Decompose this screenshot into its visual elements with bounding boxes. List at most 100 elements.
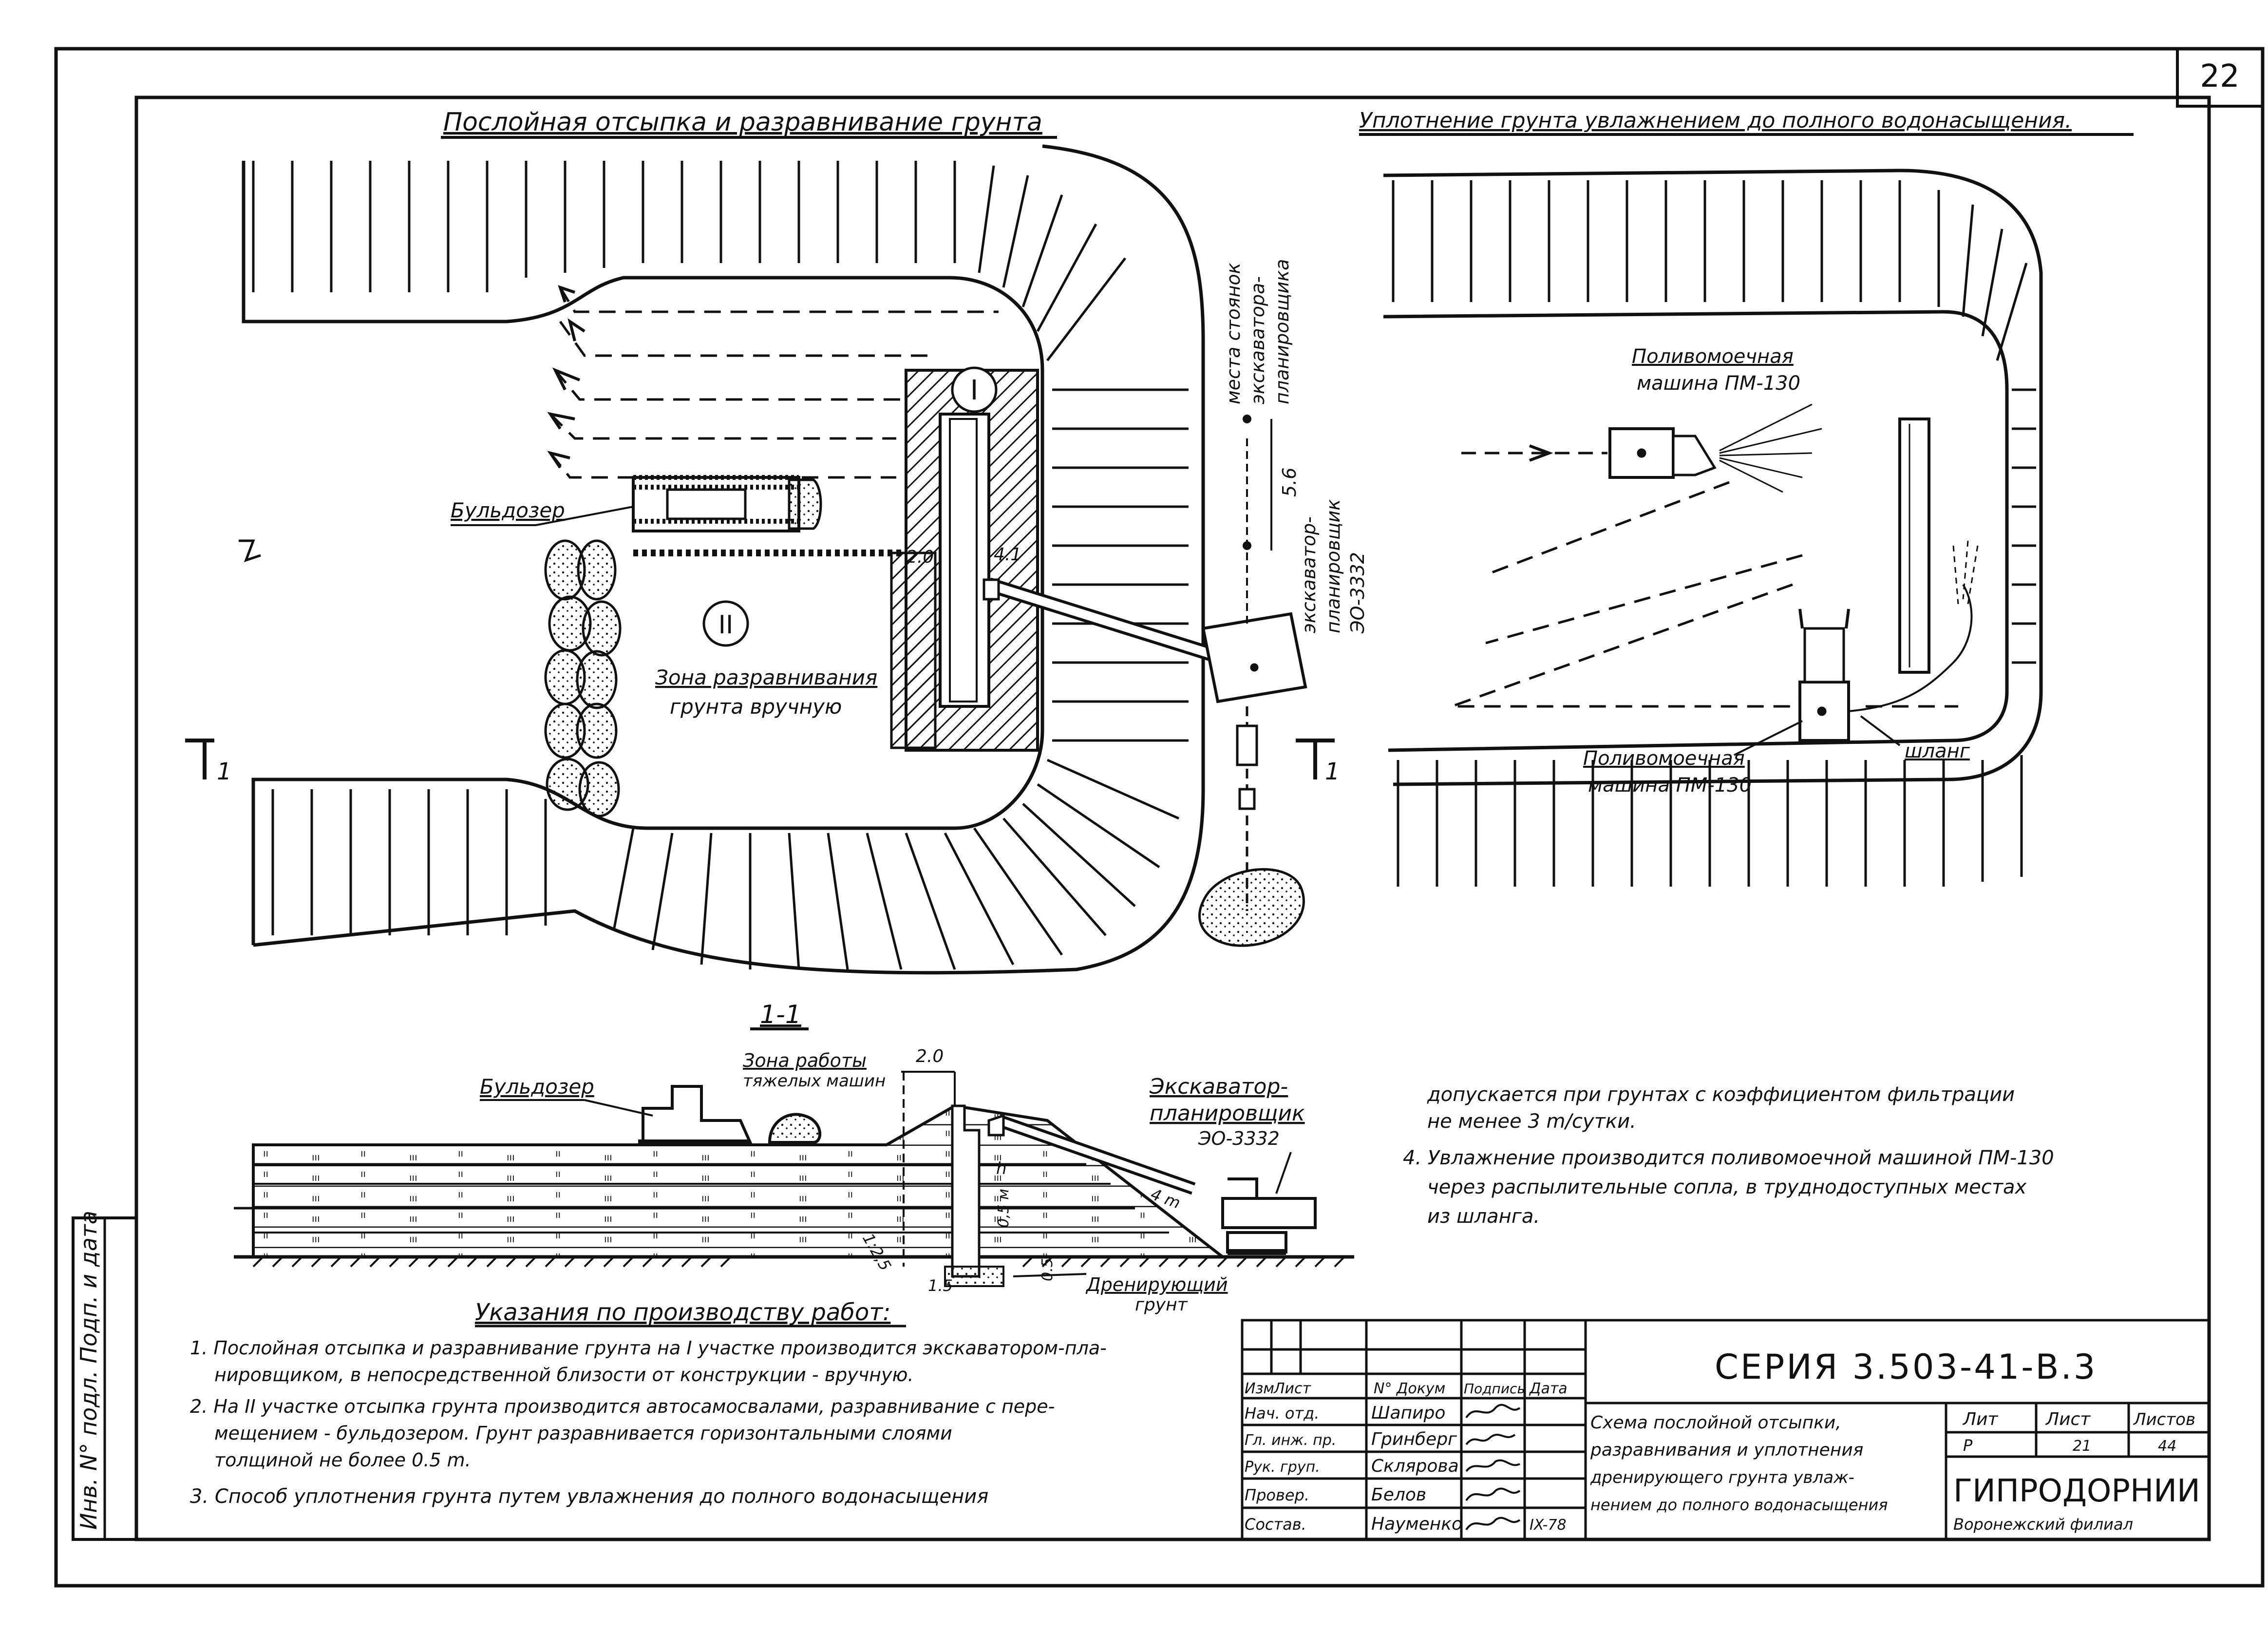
watering-top-label-2: машина ПМ-130 xyxy=(1637,372,1800,395)
note-4a: 4. Увлажнение производится поливомоечной… xyxy=(1403,1147,2054,1169)
row-role-1: Нач. отд. xyxy=(1245,1404,1319,1423)
wetting-passes xyxy=(1451,481,1958,708)
notes-heading: Указания по производству работ: xyxy=(475,1299,890,1326)
col-lit: Лит xyxy=(1962,1409,1998,1429)
header-sign: Подпись xyxy=(1464,1381,1525,1397)
org-sub: Воронежский филиал xyxy=(1953,1515,2133,1534)
title-desc-1: Схема послойной отсыпки, xyxy=(1590,1413,1841,1433)
row-name-2: Гринберг xyxy=(1371,1429,1457,1449)
section-marks xyxy=(185,739,1335,779)
note-4c: из шланга. xyxy=(1427,1205,1540,1228)
excavator-label-section-2: планировщик xyxy=(1150,1101,1305,1126)
plan-right-title: Уплотнение грунта увлажнением до полного… xyxy=(1359,108,2072,133)
plan-left: Послойная отсыпка и разравнивание грунта xyxy=(185,108,1368,975)
row-name-3: Склярова xyxy=(1371,1456,1459,1476)
val-sheet: 21 xyxy=(2073,1438,2091,1455)
note-3-cont-2: не менее 3 m/сутки. xyxy=(1427,1110,1636,1133)
section-mark-right: 1 xyxy=(1325,758,1340,785)
signatures xyxy=(1465,1404,1521,1531)
excavator-label-section-3: ЭО-3332 xyxy=(1198,1128,1280,1149)
page-number: 22 xyxy=(2200,58,2239,95)
row-name-1: Шапиро xyxy=(1371,1403,1445,1423)
section-title: 1-1 xyxy=(760,1000,801,1029)
row-role-2: Гл. инж. пр. xyxy=(1245,1432,1336,1449)
heavy-zone-label-1: Зона работы xyxy=(743,1050,867,1071)
note-2c: толщиной не более 0.5 m. xyxy=(214,1449,471,1471)
manual-zone-label-1: Зона разравнивания xyxy=(655,665,877,689)
structure-right xyxy=(1898,417,1930,674)
header-list: Лист xyxy=(1273,1380,1312,1397)
col-sheets: Листов xyxy=(2133,1410,2195,1429)
parking-label-1: места стоянок xyxy=(1223,263,1244,404)
row-date-5: IX-78 xyxy=(1530,1517,1567,1534)
note-3: 3. Способ уплотнения грунта путем увлажн… xyxy=(190,1485,988,1508)
hose-label: шланг xyxy=(1905,740,1970,762)
slope-hatching-right xyxy=(1392,180,2036,887)
dim-4-1: 4.1 xyxy=(994,545,1021,565)
title-desc-3: дренирующего грунта увлаж- xyxy=(1590,1468,1854,1487)
watering-truck-bottom xyxy=(1798,540,1979,742)
val-sheets: 44 xyxy=(2158,1438,2176,1455)
zone-I-marker xyxy=(951,366,998,413)
manual-zone-label-2: грунта вручную xyxy=(670,695,842,719)
slope-hatching-left xyxy=(252,161,1189,970)
col-sheet: Лист xyxy=(2045,1409,2091,1429)
plan-left-title: Послойная отсыпка и разравнивание грунта xyxy=(443,108,1042,137)
drain-label-1: Дренирующий xyxy=(1085,1274,1228,1295)
zone-II-marker xyxy=(702,600,749,647)
bulldozer-plan xyxy=(632,475,822,532)
heavy-zone-label-2: тяжелых машин xyxy=(743,1071,886,1091)
sheet-frame: 22 xyxy=(54,47,2265,1588)
bulldozer-label-section: Бульдозер xyxy=(480,1075,594,1099)
side-stamp: Инв. N° подл. Подп. и дата xyxy=(72,1211,138,1541)
drain-label-2: грунт xyxy=(1135,1295,1188,1315)
org-name: ГИПРОДОРНИИ xyxy=(1953,1473,2200,1509)
note-1b: нировщиком, в непосредственной близости … xyxy=(214,1364,914,1385)
excavator-label-plan-2: планировщик xyxy=(1323,499,1344,633)
zone-I-label: I xyxy=(970,375,979,406)
bulldozer-side xyxy=(638,1085,821,1145)
row-role-4: Провер. xyxy=(1245,1486,1309,1504)
header-date: Дата xyxy=(1529,1380,1568,1397)
header-doc: N° Докум xyxy=(1374,1380,1445,1397)
header-izm: Изм xyxy=(1245,1380,1274,1397)
note-4b: через распылительные сопла, в труднодост… xyxy=(1427,1176,2027,1198)
watering-top-label-1: Поливомоечная xyxy=(1632,345,1794,368)
excavator-label-section-1: Экскаватор- xyxy=(1149,1074,1288,1099)
series-number: СЕРИЯ 3.503-41-В.3 xyxy=(1715,1347,2097,1387)
bulldozer-label-plan: Бульдозер xyxy=(451,498,565,522)
excavator-plan xyxy=(983,577,1307,947)
row-role-5: Состав. xyxy=(1245,1515,1306,1534)
note-2a: 2. На II участке отсыпка грунта производ… xyxy=(190,1396,1055,1417)
zone-II-label: II xyxy=(718,610,734,640)
parking-label-2: экскаватора- xyxy=(1247,276,1268,404)
title-desc-4: нением до полного водонасыщения xyxy=(1590,1496,1888,1514)
soil-piles xyxy=(544,539,622,817)
parking-label-3: планировщика xyxy=(1271,259,1293,404)
dim-05m: 0,5 м xyxy=(995,1189,1012,1228)
val-lit: Р xyxy=(1963,1436,1973,1455)
side-stamp-text: Инв. N° подл. Подп. и дата xyxy=(76,1211,102,1530)
title-desc-2: разравнивания и уплотнения xyxy=(1590,1440,1863,1460)
dim-2-0: 2.0 xyxy=(906,547,934,567)
section-1-1: 1-1 Бульдозер Зона работы тяжелых машин … xyxy=(234,1000,1354,1315)
note-1a: 1. Послойная отсыпка и разравнивание гру… xyxy=(190,1337,1107,1359)
dim-5-6: 5.6 xyxy=(1279,468,1300,497)
watering-bottom-label-1: Поливомоечная xyxy=(1583,747,1745,770)
notes: Указания по производству работ: 1. Посло… xyxy=(190,1083,2054,1508)
row-role-3: Рук. груп. xyxy=(1245,1459,1320,1476)
plan-right: Уплотнение грунта увлажнением до полного… xyxy=(1359,108,2134,887)
row-name-5: Науменко xyxy=(1371,1514,1462,1534)
note-2b: мещением - бульдозером. Грунт разравнива… xyxy=(214,1423,952,1444)
watering-truck-top xyxy=(1461,403,1822,493)
excavator-label-plan-3: ЭО-3332 xyxy=(1347,552,1368,634)
note-3-cont-1: допускается при грунтах с коэффициентом … xyxy=(1427,1083,2015,1106)
dim-1-5: 1.5 xyxy=(928,1276,953,1295)
section-mark-left: 1 xyxy=(217,758,232,785)
watering-bottom-label-2: машина ПМ-130 xyxy=(1588,774,1752,797)
heavy-zone-dim: 2.0 xyxy=(916,1046,944,1066)
title-block: СЕРИЯ 3.503-41-В.3 Изм Лист N° Докум Под… xyxy=(1241,1319,2211,1541)
dim-h: h xyxy=(996,1159,1007,1178)
excavator-side xyxy=(987,1114,1317,1255)
